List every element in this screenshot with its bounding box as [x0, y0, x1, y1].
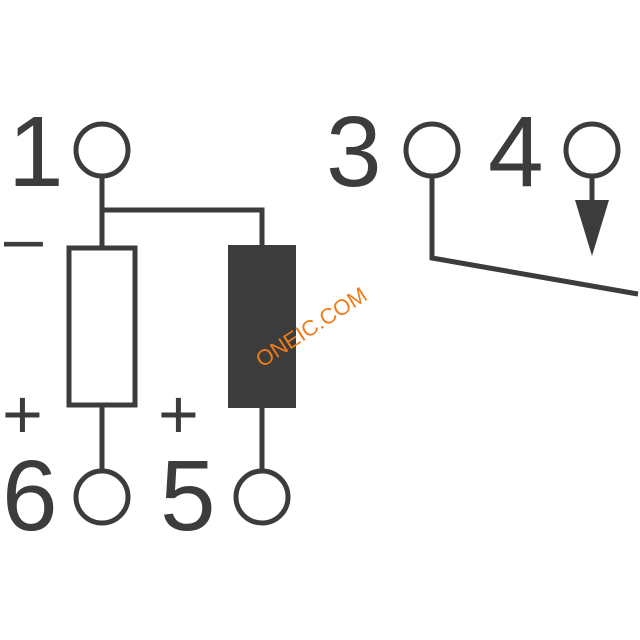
pin1-to-coil2-wire: [102, 207, 265, 248]
terminal-pin-6: [73, 468, 131, 526]
terminal-pin-5: [233, 468, 291, 526]
pin-1-label: 1: [8, 96, 64, 208]
pin-5-label: 5: [160, 440, 216, 552]
minus-sign: –: [4, 199, 43, 277]
pin-3-label: 3: [326, 96, 382, 208]
pin-4-label: 4: [488, 96, 544, 208]
terminal-pin-1: [73, 121, 131, 179]
switch-contact-arm: [429, 176, 639, 297]
pin-6-label: 6: [2, 440, 58, 552]
coil-open: [66, 245, 138, 408]
arrow-down-icon: [575, 200, 609, 256]
plus-sign-pin5: +: [158, 375, 199, 453]
terminal-pin-4: [563, 121, 621, 179]
plus-sign-pin6: +: [2, 375, 43, 453]
coil-filled: [228, 245, 296, 408]
terminal-pin-3: [403, 121, 461, 179]
